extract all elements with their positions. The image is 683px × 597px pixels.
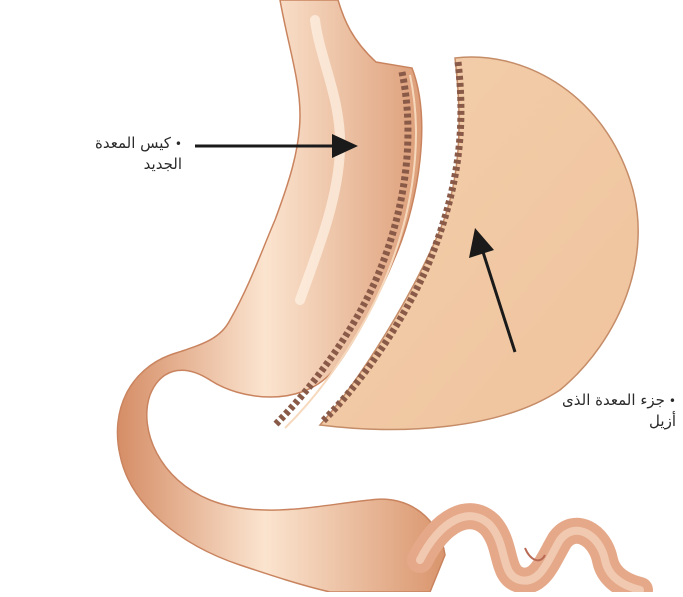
new-stomach-pouch (117, 0, 445, 592)
new-pouch-bullet: • (175, 137, 182, 151)
removed-part-label-line2: أزيل (456, 411, 676, 431)
removed-part-label-line1: جزء المعدة الذى (562, 391, 665, 409)
removed-part-label: • جزء المعدة الذى أزيل (456, 390, 676, 431)
small-intestine (420, 516, 640, 590)
new-pouch-label-line1: كيس المعدة (95, 134, 171, 152)
new-pouch-label-line2: الجديد (92, 154, 182, 174)
removed-part-bullet: • (669, 394, 676, 408)
arrow-to-pouch (195, 134, 358, 158)
new-pouch-label: • كيس المعدة الجديد (92, 133, 182, 174)
